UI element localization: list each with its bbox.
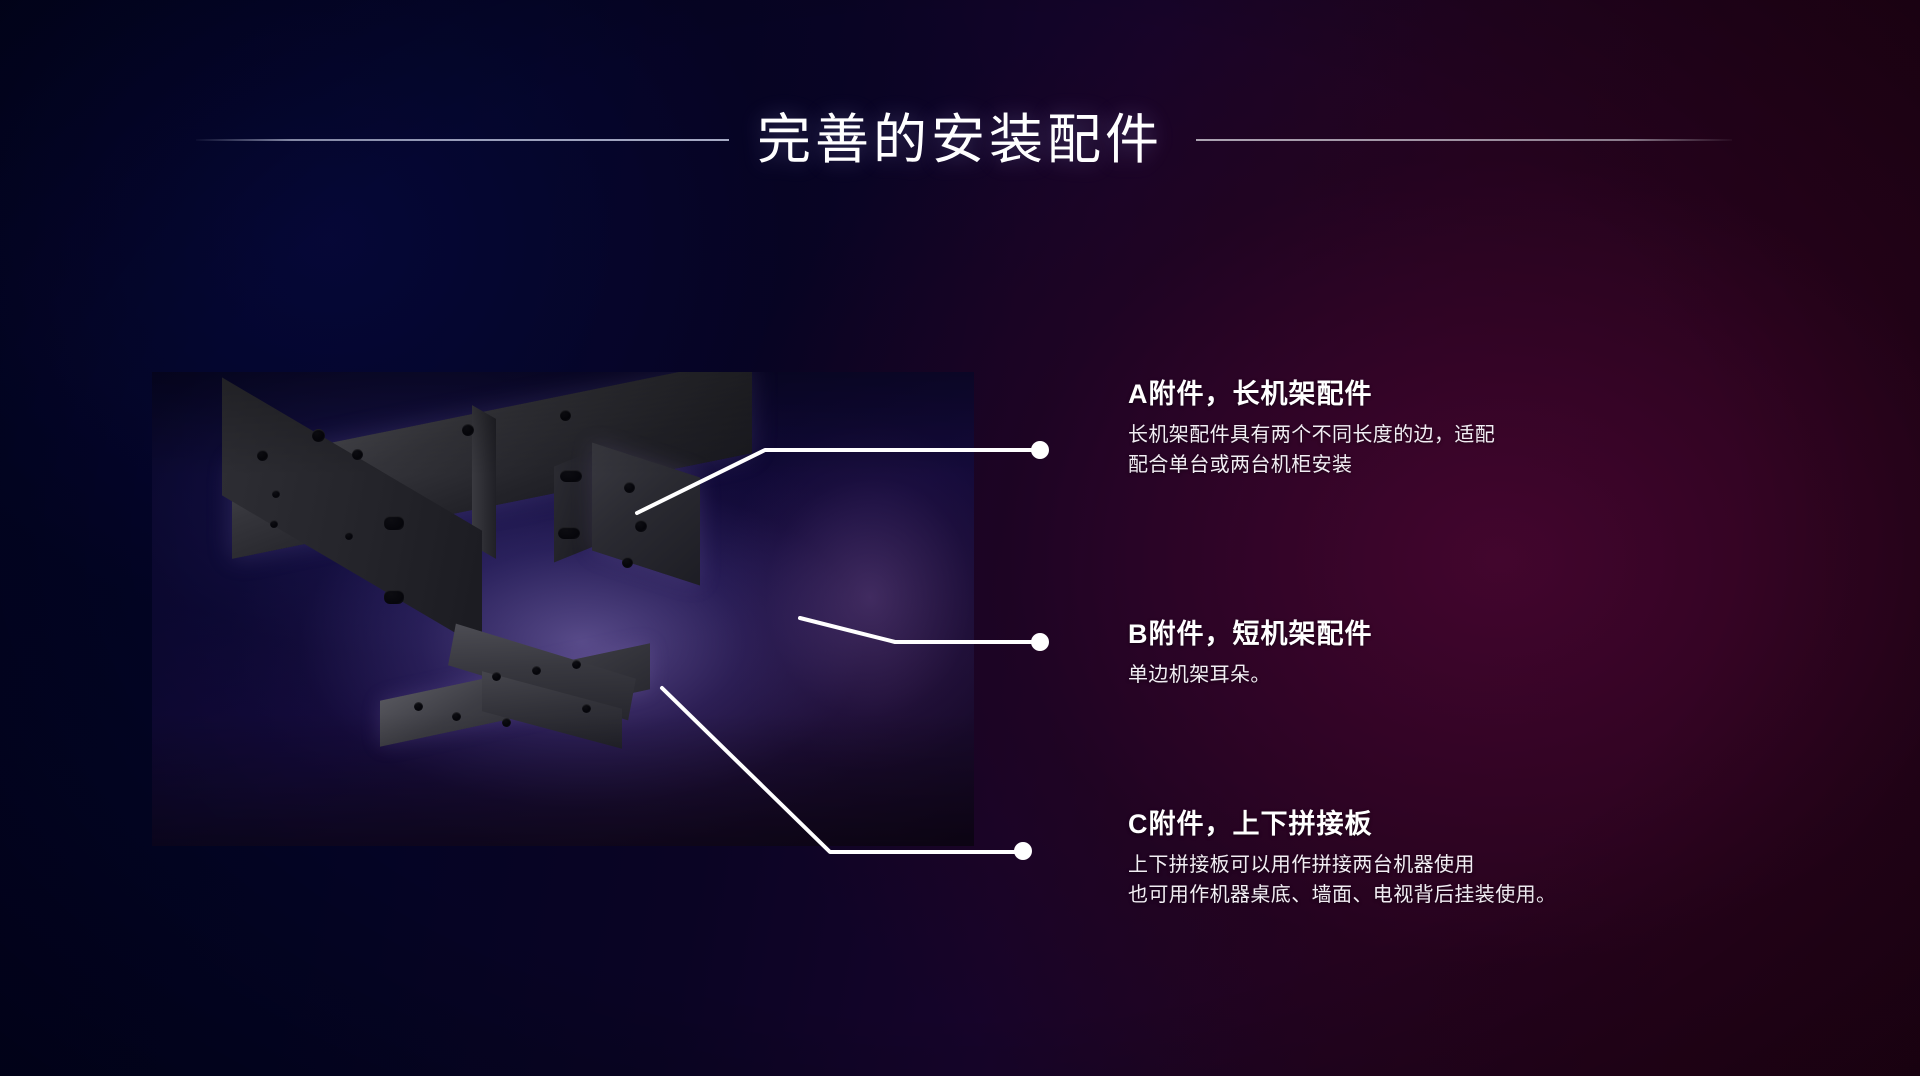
slide-header: 完善的安装配件: [0, 92, 1920, 188]
part-c-hole: [492, 672, 501, 681]
leader-dot-a: [1031, 441, 1049, 459]
part-b-slot: [560, 470, 582, 482]
part-a-hole: [312, 429, 325, 442]
part-b-slot: [558, 527, 580, 539]
feature-a-line1: 长机架配件具有两个不同长度的边，适配: [1128, 424, 1496, 446]
feature-block-b: B附件，短机架配件 单边机架耳朵。: [1128, 615, 1828, 690]
part-c-hole: [414, 702, 423, 711]
header-rule-left: [196, 139, 729, 141]
part-a-hole: [462, 424, 474, 436]
leader-dot-c: [1014, 842, 1032, 860]
part-c-hole: [532, 666, 541, 675]
part-c-hole: [452, 712, 461, 721]
part-b-hole: [624, 482, 635, 493]
part-a-hole: [560, 410, 571, 421]
feature-b-line1: 单边机架耳朵。: [1128, 664, 1271, 686]
feature-block-c: C附件，上下拼接板 上下拼接板可以用作拼接两台机器使用 也可用作机器桌底、墙面、…: [1128, 805, 1828, 910]
part-b-hole: [635, 520, 647, 532]
feature-c-line1: 上下拼接板可以用作拼接两台机器使用: [1128, 854, 1475, 876]
part-a-hole: [270, 520, 278, 528]
part-c-hole: [572, 660, 581, 669]
feature-b-heading: B附件，短机架配件: [1128, 619, 1373, 649]
part-a-slot: [384, 590, 404, 604]
feature-block-a: A附件，长机架配件 长机架配件具有两个不同长度的边，适配 配合单台或两台机柜安装: [1128, 375, 1828, 480]
feature-a-heading: A附件，长机架配件: [1128, 379, 1373, 409]
part-a-hole: [352, 449, 363, 460]
leader-dot-b: [1031, 633, 1049, 651]
product-shade: [152, 372, 974, 846]
part-a-hole: [272, 490, 280, 498]
part-c-hole: [582, 704, 591, 713]
part-b-hole: [622, 557, 633, 568]
part-a-hole: [345, 532, 353, 540]
header-rule-right: [1196, 139, 1732, 141]
part-a-hole: [257, 450, 268, 461]
part-a-slot: [384, 516, 404, 530]
feature-a-line2: 配合单台或两台机柜安装: [1128, 454, 1353, 476]
feature-c-line2: 也可用作机器桌底、墙面、电视背后挂装使用。: [1128, 884, 1557, 906]
page-title: 完善的安装配件: [757, 110, 1163, 170]
part-c-hole: [502, 718, 511, 727]
feature-c-heading: C附件，上下拼接板: [1128, 809, 1373, 839]
product-image: [152, 372, 974, 846]
